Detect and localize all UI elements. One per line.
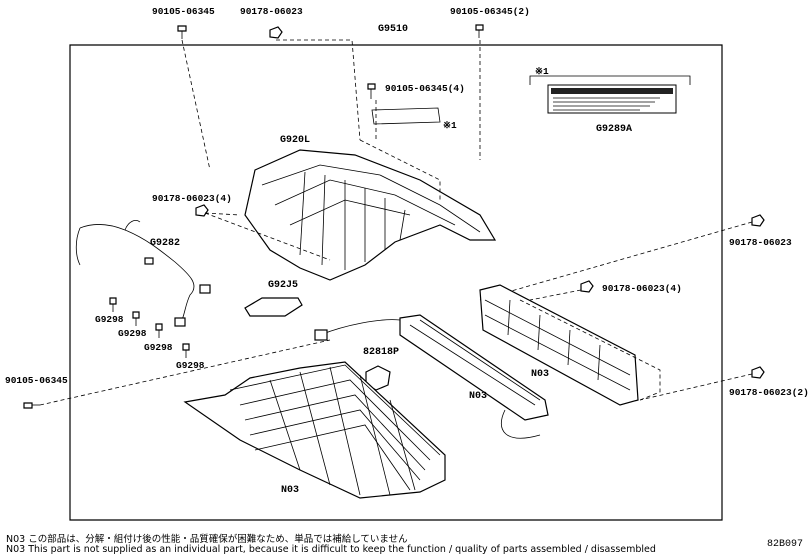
label-nut-right-bottom[interactable]: 90178-06023(2) xyxy=(729,387,809,398)
label-nut-right-top[interactable]: 90178-06023 xyxy=(729,237,792,248)
label-n03-bottom[interactable]: N03 xyxy=(281,485,299,496)
nut-icon xyxy=(751,214,765,227)
clip-icon xyxy=(155,323,163,338)
bolt-icon xyxy=(23,402,40,409)
label-bracket[interactable]: G92J5 xyxy=(268,280,298,291)
battery-module-stack xyxy=(183,361,446,499)
note-japanese: N03 この部品は、分解・組付け後の性能・品質確保が困難なため、単品では補給して… xyxy=(6,534,408,545)
clip-icon xyxy=(132,311,140,326)
nut-icon xyxy=(751,366,765,379)
label-plug[interactable]: 82818P xyxy=(363,347,399,358)
label-note-mark[interactable]: ※1 xyxy=(535,66,549,77)
label-nut-cover[interactable]: 90178-06023(4) xyxy=(152,193,232,204)
leader-line xyxy=(204,212,331,261)
leader-line xyxy=(529,289,582,301)
junction-block xyxy=(314,314,549,439)
note-english: N03 This part is not supplied as an indi… xyxy=(6,544,656,555)
clip-icon xyxy=(109,297,117,312)
clip-icon xyxy=(182,343,190,358)
label-bolt-top-right[interactable]: 90105-06345(2) xyxy=(450,6,530,17)
assembly-frame xyxy=(69,44,723,521)
label-harness[interactable]: G9282 xyxy=(150,238,180,249)
leader-line xyxy=(479,221,753,301)
leader-line xyxy=(181,39,211,171)
label-bolt-mid[interactable]: 90105-06345(4) xyxy=(385,83,465,94)
label-n03-right[interactable]: N03 xyxy=(531,369,549,380)
leader-line xyxy=(276,39,361,141)
leader-line xyxy=(39,339,331,406)
label-note-mark-small[interactable]: ※1 xyxy=(443,120,457,131)
battery-bracket-assembly xyxy=(479,284,661,406)
label-caution-label[interactable]: G9289A xyxy=(596,124,632,135)
label-assembly[interactable]: G9510 xyxy=(378,24,408,35)
caution-label-text-lines xyxy=(553,97,660,111)
bolt-icon xyxy=(177,25,187,39)
nut-icon xyxy=(580,280,594,293)
bolt-icon xyxy=(367,83,376,99)
bracket-part xyxy=(244,297,303,317)
caution-label-header xyxy=(551,88,673,94)
nut-icon xyxy=(269,26,283,39)
label-bolt-top-left[interactable]: 90105-06345 xyxy=(152,6,215,17)
bolt-icon xyxy=(475,24,484,38)
wire-harness xyxy=(75,220,211,327)
leader-line xyxy=(359,139,441,200)
battery-cover xyxy=(244,149,497,281)
label-nut-right-mid[interactable]: 90178-06023(4) xyxy=(602,283,682,294)
nut-icon xyxy=(195,204,209,217)
leader-line xyxy=(639,373,753,401)
note-mark-plate xyxy=(371,107,441,125)
leader-line xyxy=(204,212,241,216)
label-clip-2[interactable]: G9298 xyxy=(118,328,147,339)
drawing-number: 82B097 xyxy=(766,539,803,550)
label-clip-4[interactable]: G9298 xyxy=(176,360,205,371)
label-nut-top[interactable]: 90178-06023 xyxy=(240,6,303,17)
label-bolt-left[interactable]: 90105-06345 xyxy=(5,375,68,386)
label-clip-3[interactable]: G9298 xyxy=(144,342,173,353)
label-n03-mid[interactable]: N03 xyxy=(469,391,487,402)
bracket-line xyxy=(529,75,691,85)
label-clip-1[interactable]: G9298 xyxy=(95,314,124,325)
label-cover[interactable]: G920L xyxy=(280,135,310,146)
